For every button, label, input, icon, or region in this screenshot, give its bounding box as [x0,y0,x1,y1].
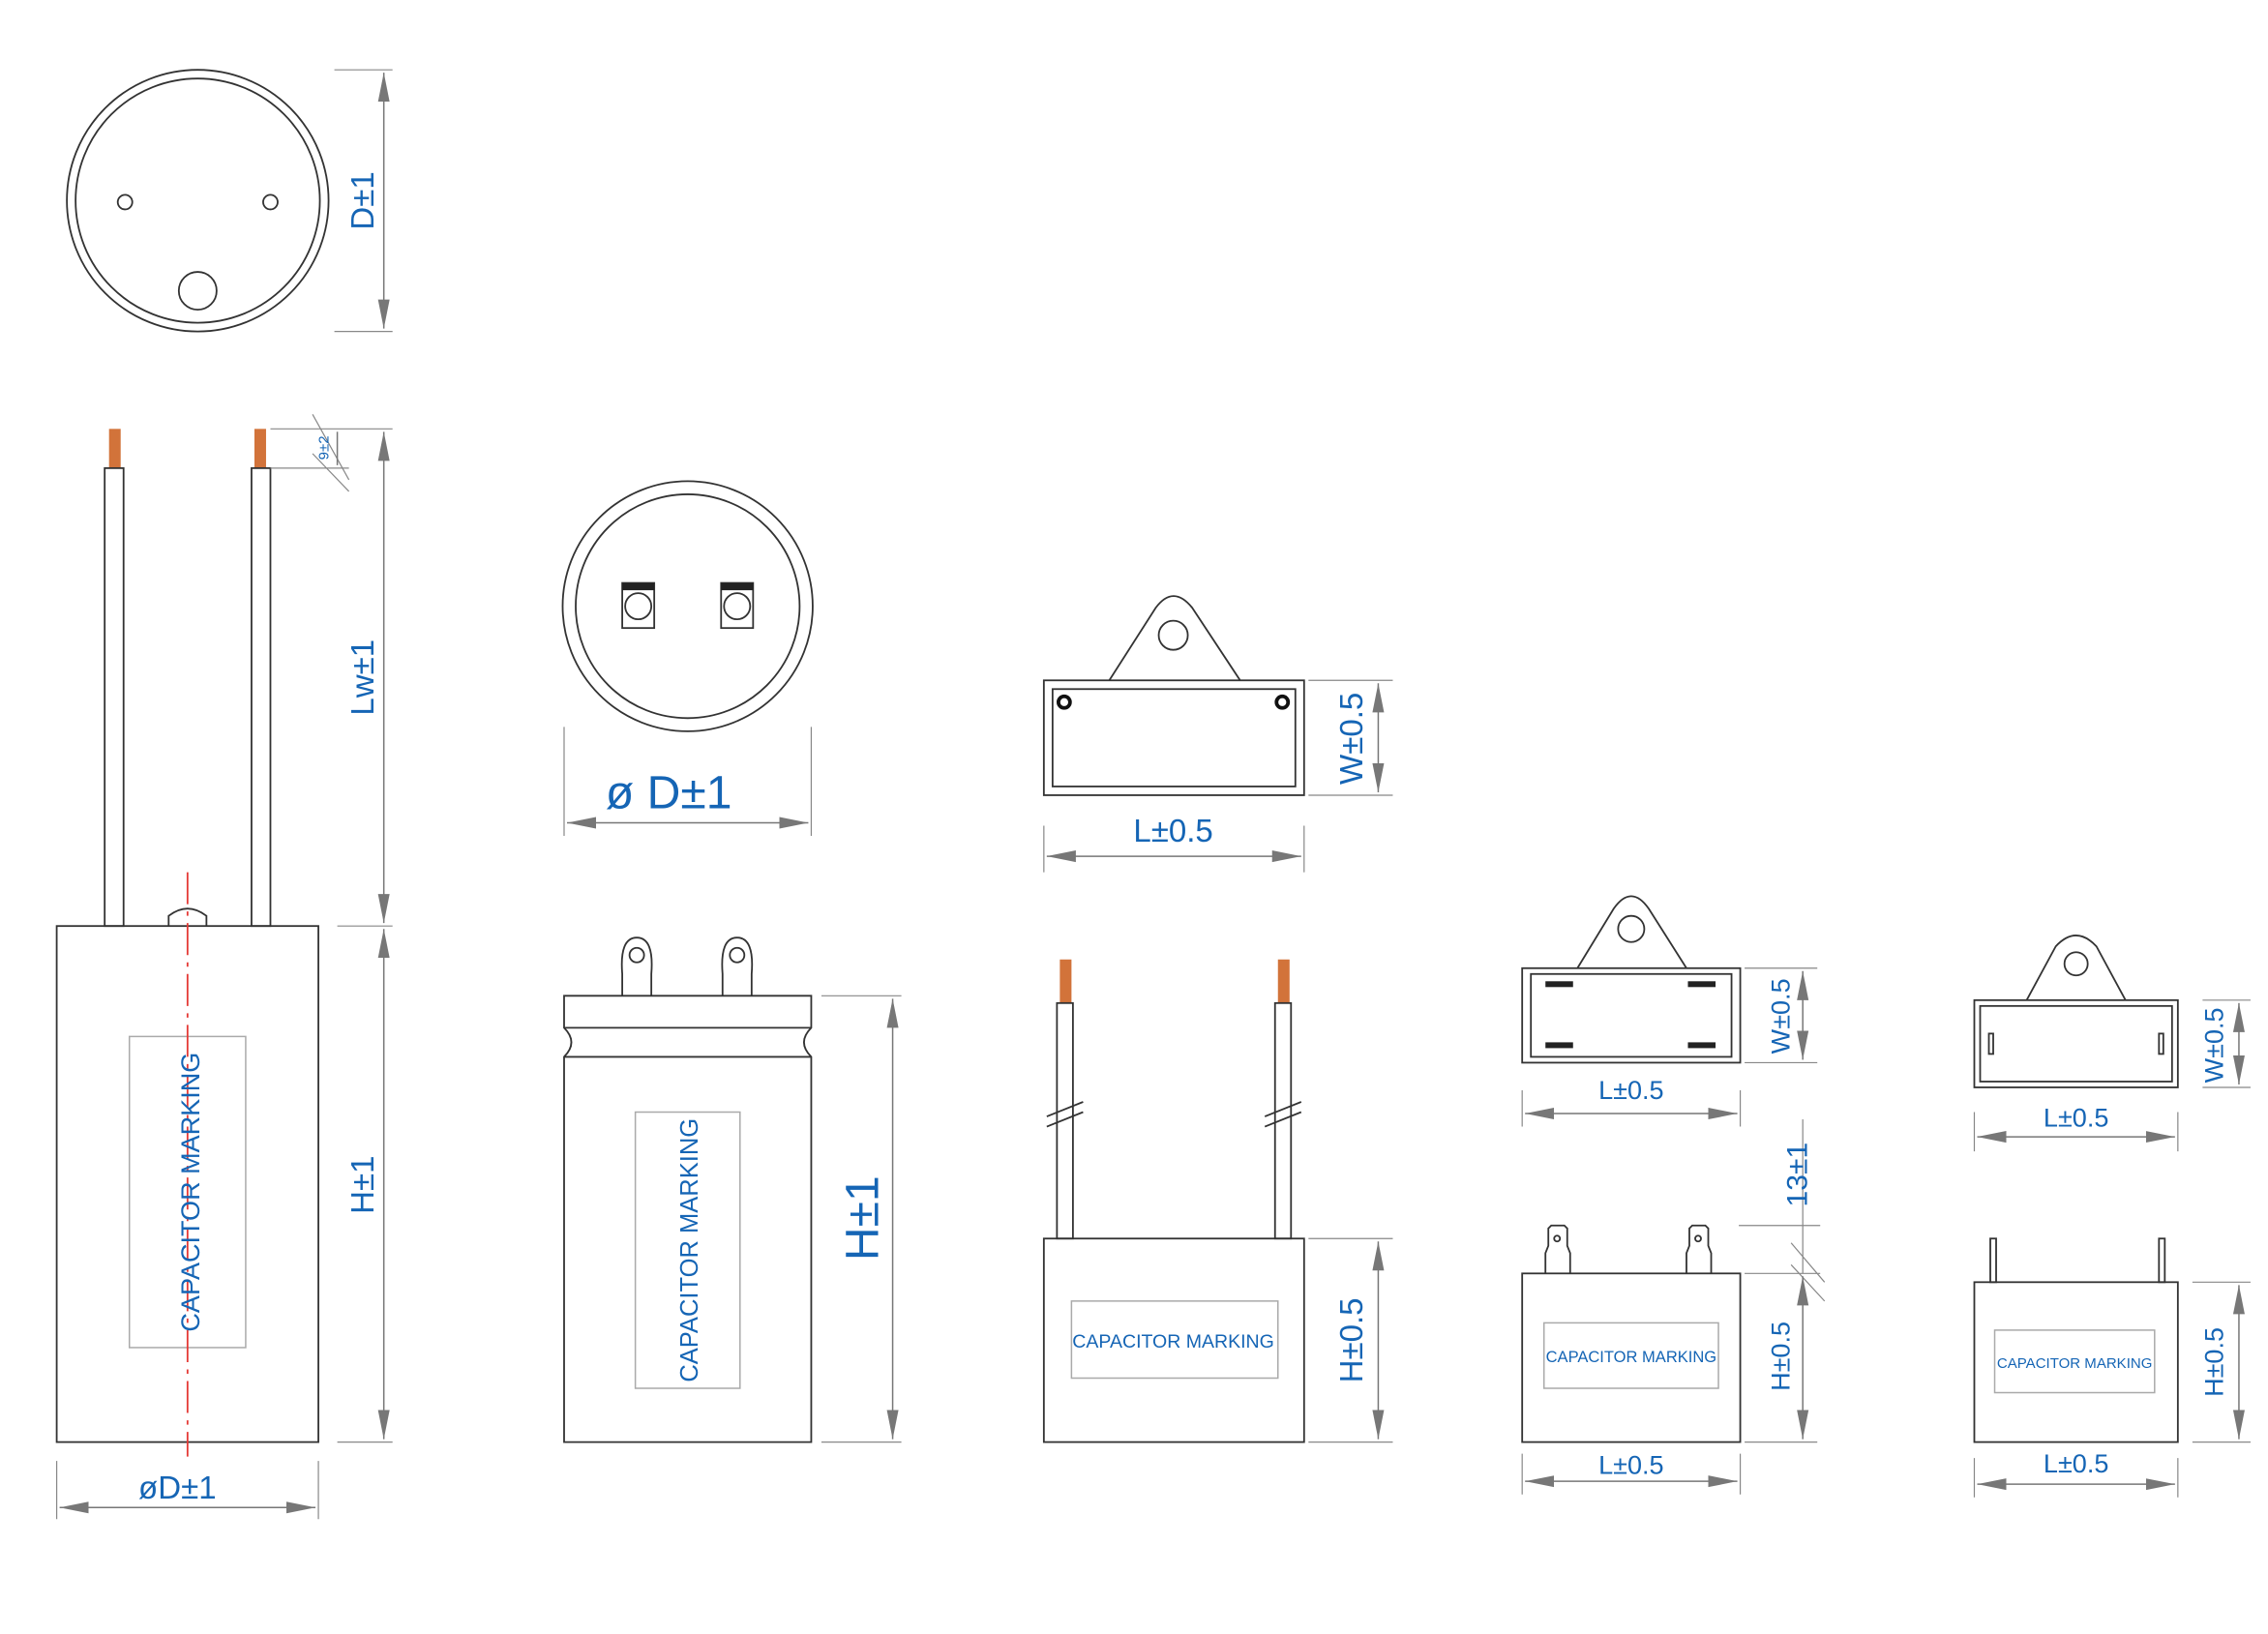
marking-box [1542,1322,1719,1389]
dimension-height-label: H±1 [837,1175,889,1261]
dimension-length-label: L±0.5 [1598,1076,1663,1105]
dimension-width-label: W±0.5 [2199,1007,2228,1083]
round-cap-side-view: CAPACITOR MARKING 9±2 Lw±1 H±1 øD±1 [55,413,393,1520]
dimension-height-label: H±0.5 [1334,1297,1370,1382]
box-wire-cap-top-view: W±0.5 L±0.5 [1042,595,1393,873]
ring-terminal-icon [620,936,653,996]
capacitor-body [1973,1281,2179,1443]
dimension-height-label: H±1 [345,1155,381,1213]
terminal-icon [720,581,755,630]
dimension-strip-label: 9±2 [316,435,333,460]
dimension-length-label: L±0.5 [1133,814,1212,849]
box-wire-cap-front-view: CAPACITOR MARKING H±0.5 [1042,959,1393,1443]
hole-icon [262,193,279,211]
dimension-width-label: W±0.5 [1767,978,1796,1054]
dimension-length-label: L±0.5 [1598,1451,1663,1480]
mounting-hole-icon [1617,914,1646,943]
quick-connect-tab-icon [1686,1224,1713,1274]
hole-icon [116,193,134,211]
dimension-height-label: H±0.5 [2199,1327,2228,1397]
quick-connect-tab-icon [1544,1224,1571,1274]
dimension-diameter-label: ø D±1 [606,766,732,818]
dimension-lead-length-label: Lw±1 [345,639,381,716]
mounting-hole-icon [2063,951,2089,977]
mounting-hole-icon [1157,619,1189,651]
dimension-diameter-label: D±1 [345,171,381,229]
capacitor-marking: CAPACITOR MARKING [1072,1331,1274,1352]
pin-terminal [1989,1237,1997,1284]
marking-box [634,1111,741,1389]
lead-wire [104,466,125,928]
marking-box [1993,1329,2156,1394]
can-cap-side-view: CAPACITOR MARKING H±1 [563,936,902,1443]
capacitor-marking: CAPACITOR MARKING [176,1053,205,1332]
dimension-length-label: L±0.5 [2044,1104,2108,1133]
dimension-diameter-label: øD±1 [138,1471,217,1506]
can-cap-top-view: ø D±1 [561,480,814,837]
dimension-length-label: L±0.5 [2044,1449,2108,1478]
capacitor-body [563,995,813,1443]
box-pin-cap-front-view: CAPACITOR MARKING H±0.5 L±0.5 [1973,1237,2251,1498]
dimension-height-label: H±0.5 [1767,1322,1796,1391]
round-cap-top-view: D±1 [66,69,393,333]
capacitor-marking: CAPACITOR MARKING [676,1118,703,1382]
box-tab-cap-front-view: CAPACITOR MARKING 13±1 H±0.5 L±0.5 [1521,1119,1826,1495]
marking-box [1070,1300,1279,1380]
terminal-hole-icon [177,271,218,312]
dimension-width-label: W±0.5 [1334,693,1370,785]
capacitor-body [1521,1272,1742,1443]
capacitor-body [1042,1237,1305,1443]
capacitor-marking: CAPACITOR MARKING [1546,1348,1716,1366]
box-tab-cap-top-view: W±0.5 L±0.5 [1521,895,1818,1127]
ring-terminal-icon [721,936,754,996]
capacitor-marking: CAPACITOR MARKING [1997,1355,2152,1372]
pin-terminal [2158,1237,2166,1284]
lead-wire [251,466,272,928]
box-pin-cap-top-view: W±0.5 L±0.5 [1973,935,2251,1152]
dimension-terminal-height-label: 13±1 [1782,1143,1814,1207]
terminal-icon [621,581,656,630]
